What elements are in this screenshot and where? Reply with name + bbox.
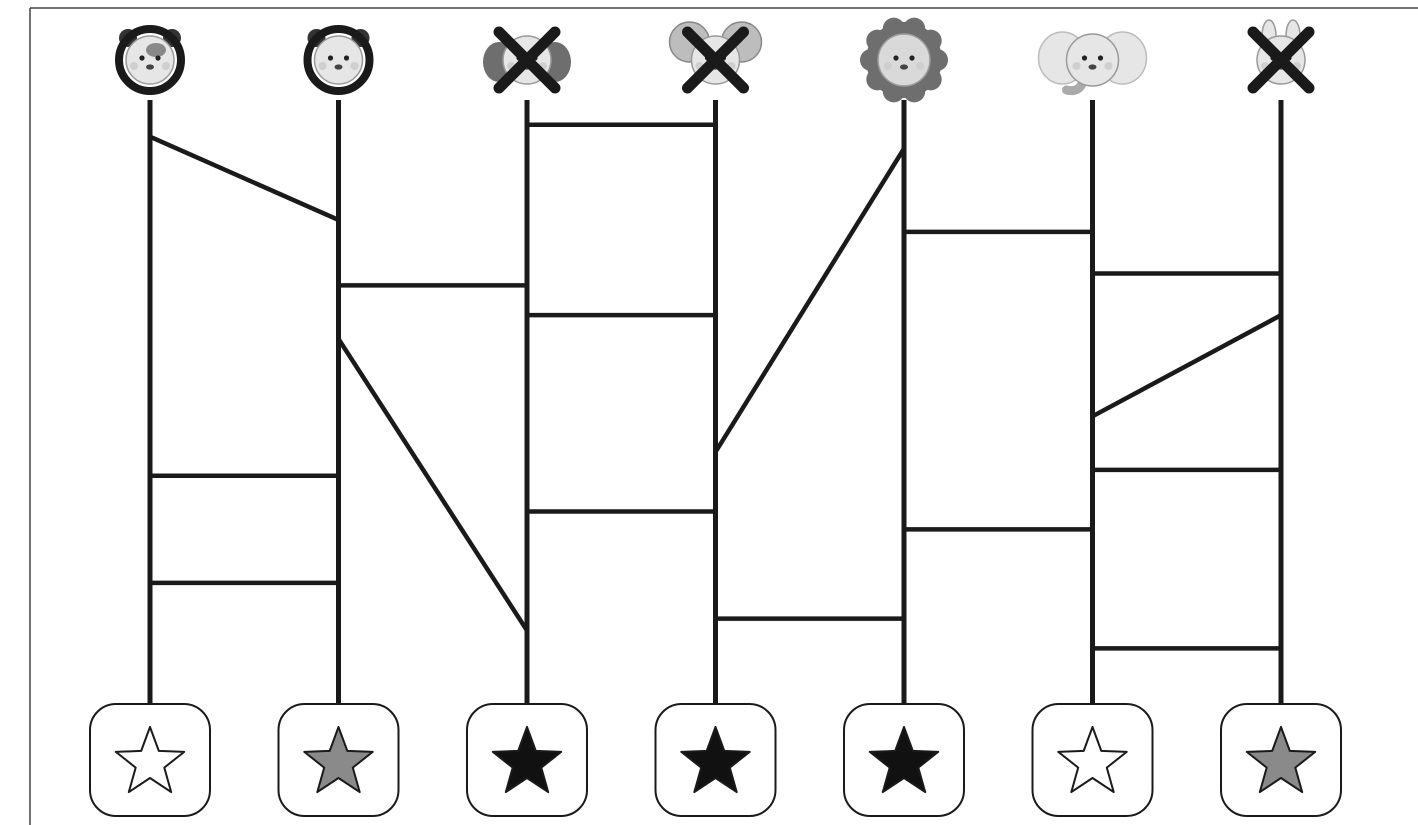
elephant-face-icon — [1037, 31, 1148, 96]
star-black-icon — [868, 726, 940, 794]
star-outline-icon — [1057, 726, 1128, 794]
animal-slot[interactable] — [668, 21, 763, 94]
star-outline-icon — [114, 726, 186, 794]
animal-slot[interactable] — [115, 25, 185, 95]
animal-slot[interactable] — [860, 17, 948, 103]
star-gray-icon — [303, 726, 374, 794]
star-box[interactable] — [843, 703, 965, 817]
star-box[interactable] — [466, 703, 588, 817]
cross-mark-icon — [493, 26, 561, 94]
star-box[interactable] — [277, 703, 400, 817]
star-box[interactable] — [1220, 703, 1342, 817]
star-box[interactable] — [1031, 703, 1154, 817]
star-row — [89, 703, 1342, 817]
animal-slot[interactable] — [1037, 31, 1148, 96]
circle-mark-icon — [115, 25, 185, 95]
ladder-rung — [713, 147, 906, 454]
ladder-rails — [147, 100, 1284, 705]
star-box[interactable] — [89, 703, 211, 817]
ladder-rung — [336, 337, 529, 632]
star-box[interactable] — [654, 703, 777, 817]
ladder-rung — [1091, 313, 1283, 419]
star-black-icon — [680, 726, 751, 794]
circle-mark-icon — [303, 25, 374, 95]
cross-mark-icon — [682, 26, 749, 94]
animal-slot[interactable] — [1247, 19, 1315, 94]
cross-mark-icon — [1247, 26, 1315, 94]
ladder-rungs — [149, 122, 1283, 651]
animal-row — [115, 17, 1315, 103]
star-gray-icon — [1245, 726, 1317, 794]
star-black-icon — [491, 726, 563, 794]
animal-slot[interactable] — [483, 26, 571, 94]
lion-face-icon — [860, 17, 948, 103]
animal-slot[interactable] — [303, 25, 374, 95]
ladder-rung — [149, 134, 340, 223]
